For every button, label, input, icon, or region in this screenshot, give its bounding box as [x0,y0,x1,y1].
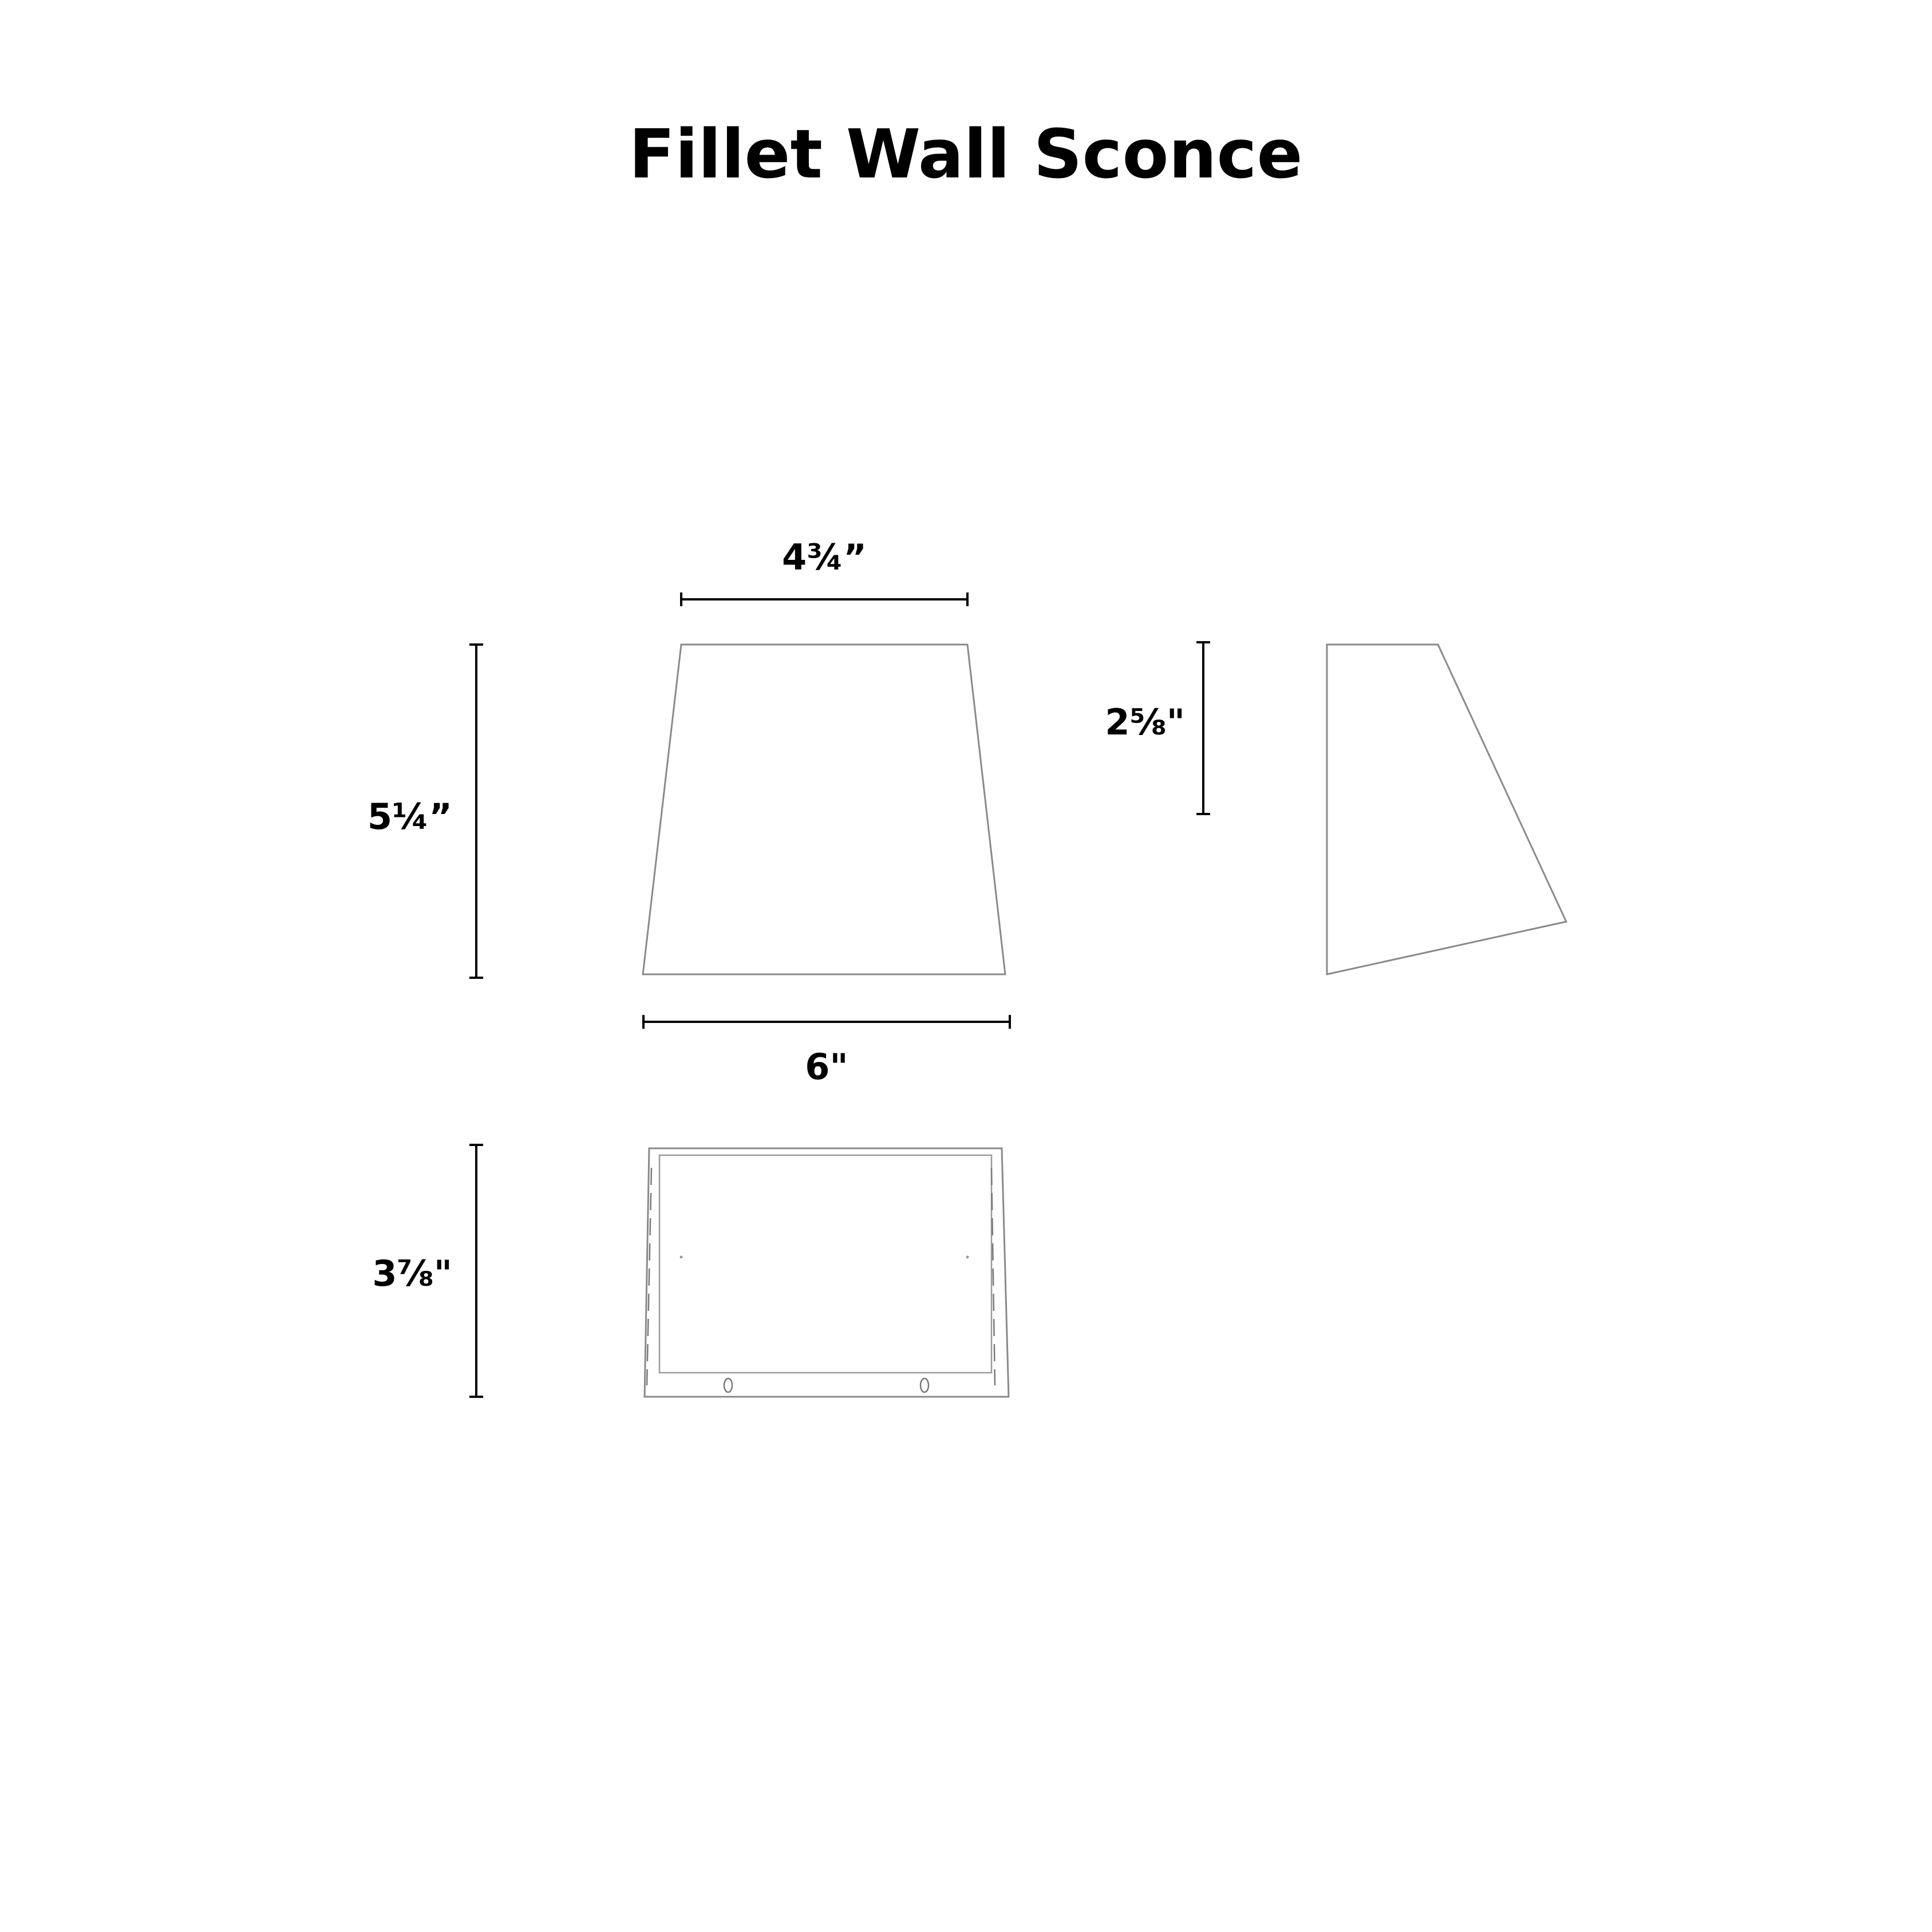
mounting-hole-right [919,1377,930,1393]
bottom-view-right-mark [966,1255,969,1259]
bottom-depth-label: 3⅞" [372,1253,452,1294]
bottom-width-label: 6" [805,1046,848,1088]
front-view-outline [642,643,1006,975]
front-view [642,643,1006,975]
side-view [1326,643,1568,975]
side-depth-label: 2⅝" [1105,701,1185,743]
bottom-view-outer-outline [643,1147,1010,1398]
bottom-view-inner-rect [658,1154,993,1374]
side-view-outline [1326,643,1568,975]
mounting-hole-left [723,1377,733,1393]
side-depth-dimension: 2⅝" [1105,641,1210,815]
bottom-view [643,1147,1010,1398]
bottom-view-left-mark [679,1255,683,1259]
page-title: Fillet Wall Sconce [629,114,1302,193]
bottom-depth-dimension: 3⅞" [372,1144,483,1398]
bottom-view-right-dashed-edge [990,1167,996,1386]
bottom-view-left-dashed-edge [646,1167,653,1386]
top-width-dimension: 4¾” [680,536,969,606]
bottom-width-dimension: 6" [642,1015,1011,1088]
top-width-label: 4¾” [782,536,867,578]
front-height-label: 5¼” [368,796,452,837]
front-height-dimension: 5¼” [368,643,483,979]
